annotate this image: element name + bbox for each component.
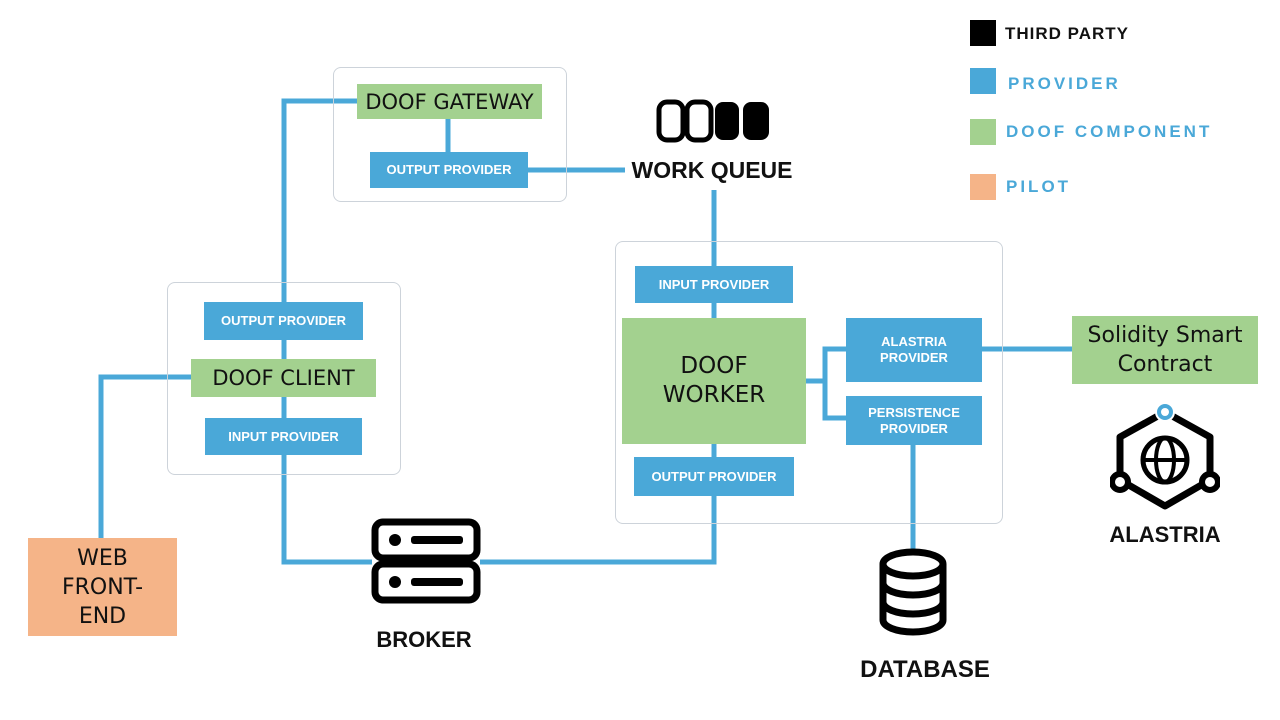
broker-label: BROKER <box>376 627 472 652</box>
connector-worker-alastria <box>822 346 847 421</box>
alastria-label: ALASTRIA <box>1109 522 1221 547</box>
connector-broker-worker <box>480 496 717 565</box>
work-queue-label: WORK QUEUE <box>631 157 793 183</box>
doof-client: DOOF CLIENT <box>191 359 376 397</box>
legend-third-party-label: THIRD PARTY <box>1005 24 1130 43</box>
alastria-network-icon <box>1110 402 1220 510</box>
legend-third-party-swatch <box>970 20 996 46</box>
web-frontend: WEB FRONT- END <box>28 538 177 636</box>
alastria-provider: ALASTRIA PROVIDER <box>846 318 982 382</box>
doof-worker: DOOF WORKER <box>622 318 806 444</box>
gateway-group <box>333 67 567 202</box>
queue-icon <box>656 99 769 143</box>
legend-doof-component-label: DOOF COMPONENT <box>1006 122 1213 141</box>
legend-provider-label: PROVIDER <box>1008 74 1121 93</box>
legend-pilot-label: PILOT <box>1006 177 1072 196</box>
worker-output-provider: OUTPUT PROVIDER <box>634 457 794 496</box>
legend-pilot-swatch <box>970 174 996 200</box>
server-icon <box>371 518 481 604</box>
legend-provider-swatch <box>970 68 996 94</box>
client-output-provider: OUTPUT PROVIDER <box>204 302 363 340</box>
legend-doof-component-swatch <box>970 119 996 145</box>
database-label: DATABASE <box>860 656 990 683</box>
worker-group <box>615 241 1003 524</box>
doof-gateway: DOOF GATEWAY <box>357 84 542 119</box>
connector-client-broker <box>281 455 372 565</box>
persistence-provider: PERSISTENCE PROVIDER <box>846 396 982 445</box>
client-group <box>167 282 401 475</box>
database-icon <box>879 548 947 636</box>
gateway-output-provider: OUTPUT PROVIDER <box>370 152 528 188</box>
connector-client-webfrontend <box>98 374 192 540</box>
client-input-provider: INPUT PROVIDER <box>205 418 362 455</box>
solidity-smart-contract: Solidity Smart Contract <box>1072 316 1258 384</box>
worker-input-provider: INPUT PROVIDER <box>635 266 793 303</box>
